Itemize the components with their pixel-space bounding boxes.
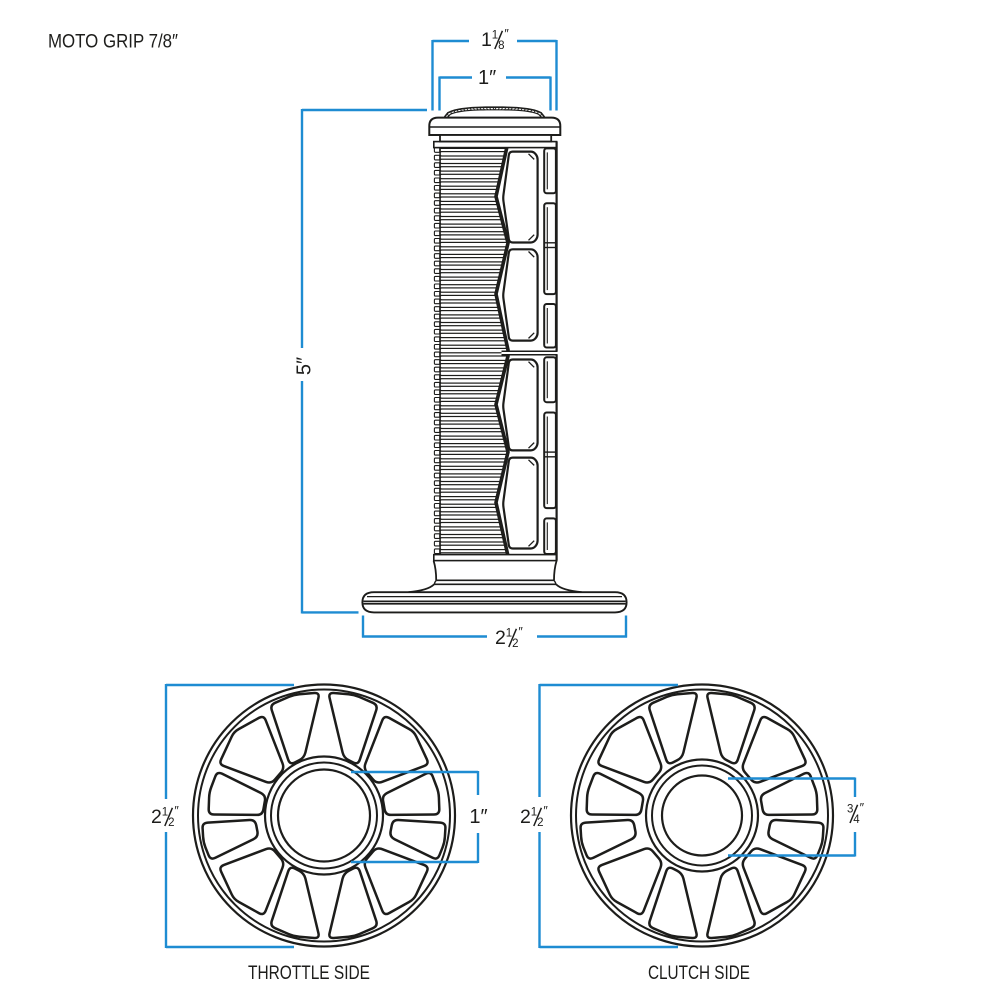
svg-text:2: 2	[151, 806, 162, 828]
svg-text:″: ″	[543, 804, 548, 818]
svg-text:″: ″	[174, 804, 179, 818]
svg-text:2: 2	[168, 817, 174, 829]
svg-text:″: ″	[860, 801, 865, 815]
svg-text:1: 1	[506, 628, 512, 640]
svg-text:1: 1	[531, 807, 537, 819]
svg-text:MOTO GRIP 7/8″: MOTO GRIP 7/8″	[48, 31, 178, 53]
svg-text:2: 2	[512, 638, 518, 650]
svg-text:1: 1	[481, 29, 492, 51]
svg-text:2: 2	[537, 817, 543, 829]
svg-text:THROTTLE SIDE: THROTTLE SIDE	[248, 963, 370, 984]
svg-text:CLUTCH SIDE: CLUTCH SIDE	[648, 963, 750, 984]
svg-text:″: ″	[504, 27, 509, 41]
svg-text:1: 1	[492, 30, 498, 42]
svg-text:5″: 5″	[294, 357, 316, 375]
svg-text:8: 8	[498, 40, 504, 52]
svg-text:1: 1	[162, 807, 168, 819]
svg-text:3: 3	[847, 804, 853, 816]
svg-text:2: 2	[495, 627, 506, 649]
svg-text:1″: 1″	[469, 806, 487, 828]
svg-text:1″: 1″	[478, 67, 496, 89]
svg-text:2: 2	[520, 806, 531, 828]
svg-text:4: 4	[853, 814, 860, 826]
svg-text:″: ″	[518, 625, 523, 639]
